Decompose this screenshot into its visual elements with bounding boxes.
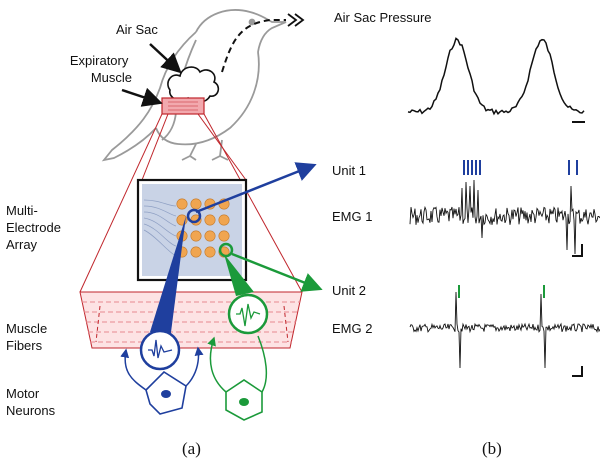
motor-neurons-label: Motor Neurons	[6, 386, 56, 418]
electrode-contact	[218, 214, 230, 226]
electrode-contact	[204, 214, 216, 226]
spike-waveform-icon	[148, 339, 173, 359]
double-chevron-icon	[287, 13, 305, 27]
electrode-contact	[204, 230, 216, 242]
electrode-contact	[190, 246, 202, 258]
panel-b-caption: (b)	[482, 439, 502, 458]
multi-electrode-array-label: Multi- Electrode Array	[6, 203, 65, 252]
scale-bar	[572, 366, 583, 377]
air-sac-pressure-trace	[407, 37, 585, 116]
electrode-contact	[190, 198, 202, 210]
emg1-label: EMG 1	[332, 209, 372, 224]
emg1-trace	[409, 179, 600, 255]
unit1-pathway	[120, 162, 317, 415]
air-sac-label: Air Sac	[116, 22, 158, 37]
air-sac-arrow-icon	[149, 43, 182, 74]
muscle-fiber-block	[79, 291, 303, 349]
scale-bar	[572, 244, 583, 257]
electrode-contact	[204, 246, 216, 258]
unit2-label: Unit 2	[332, 283, 366, 298]
air-sac-cloud-icon	[167, 66, 220, 104]
unit2-pathway	[207, 242, 323, 421]
projection-lines	[79, 113, 303, 293]
air-sac-pressure-label: Air Sac Pressure	[334, 10, 432, 25]
unit1-spike-raster	[463, 160, 578, 175]
electrode-contact	[176, 198, 188, 210]
muscle-fibers-label: Muscle Fibers	[6, 321, 51, 353]
electrode-contact	[218, 230, 230, 242]
muscle-arrow-icon	[121, 87, 163, 107]
unit1-label: Unit 1	[332, 163, 366, 178]
airflow-dashed-line	[221, 19, 286, 73]
emg2-label: EMG 2	[332, 321, 372, 336]
electrode-contact	[190, 230, 202, 242]
emg2-trace	[409, 291, 600, 369]
electrode-array	[136, 178, 248, 282]
spike-waveform-icon	[236, 303, 261, 327]
panel-a-caption: (a)	[182, 439, 201, 458]
unit2-waveform-lens	[227, 293, 269, 335]
electrode-contact	[176, 214, 188, 226]
unit2-spike-raster	[458, 285, 545, 298]
expiratory-muscle-label: Expiratory Muscle	[70, 53, 132, 85]
